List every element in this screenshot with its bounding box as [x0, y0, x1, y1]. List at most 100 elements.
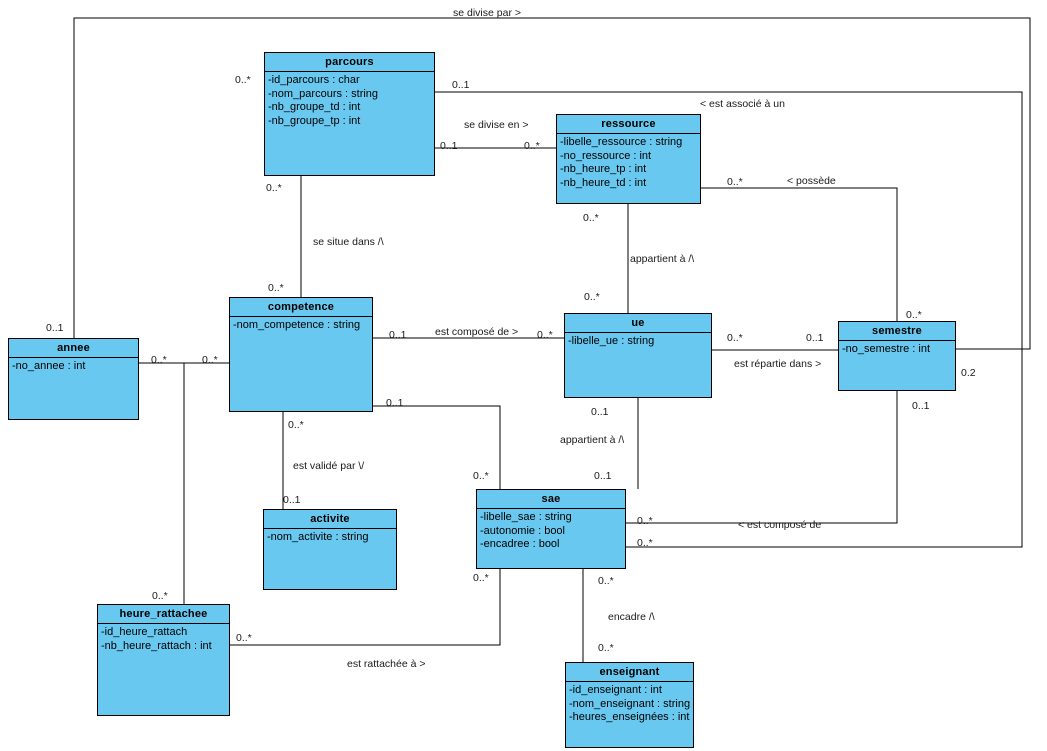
class-attributes: -no_semestre : int [839, 341, 955, 359]
class-attribute: -libelle_sae : string [480, 511, 572, 523]
class-title: heure_rattachee [98, 605, 229, 624]
class-attribute: -id_parcours : char [268, 74, 360, 86]
class-attributes: -libelle_ressource : string -no_ressourc… [557, 134, 700, 192]
multiplicity-competence-right-bot: 0..1 [386, 397, 404, 409]
class-attribute: -id_heure_rattach [101, 626, 188, 638]
multiplicity-parcours-bottom: 0..* [266, 182, 282, 194]
class-title: sae [477, 490, 625, 509]
multiplicity-activite-top: 0..1 [283, 494, 301, 506]
multiplicity-ue-top: 0..* [584, 291, 600, 303]
multiplicity-sae-bottom: 0..* [598, 575, 614, 587]
class-title: enseignant [566, 663, 693, 682]
multiplicity-heure-top: 0..* [152, 590, 168, 602]
multiplicity-ue-right: 0..* [727, 332, 743, 344]
multiplicity-sae-bottom-left: 0..* [473, 572, 489, 584]
class-attribute: -autonomie : bool [480, 524, 565, 537]
multiplicity-ressource-bottom: 0..* [583, 212, 599, 224]
multiplicity-parcours-right-top: 0..1 [452, 79, 470, 91]
multiplicity-semestre-top: 0..* [906, 309, 922, 321]
class-title: annee [9, 339, 138, 358]
class-title: parcours [265, 53, 434, 72]
class-box-ressource[interactable]: ressource -libelle_ressource : string -n… [556, 114, 701, 204]
class-attribute: -libelle_ressource : string [560, 136, 683, 148]
class-attribute: -nb_heure_rattach : int [101, 639, 212, 652]
relationship-label-est-rattachee-a: est rattachée à > [347, 658, 426, 670]
multiplicity-competence-left: 0..* [202, 354, 218, 366]
class-attribute: -nom_competence : string [233, 319, 361, 331]
class-attributes: -nom_competence : string [230, 317, 372, 335]
multiplicity-heure-right: 0..* [236, 632, 252, 644]
class-box-semestre[interactable]: semestre -no_semestre : int [838, 321, 956, 391]
class-attribute: -nb_groupe_td : int [268, 101, 361, 113]
multiplicity-sae-top: 0..1 [594, 470, 612, 482]
multiplicity-sae-right-top: 0..* [637, 515, 653, 527]
multiplicity-semestre-right: 0.2 [961, 367, 976, 379]
multiplicity-competence-right: 0..1 [389, 329, 407, 341]
class-attribute: -nom_activite : string [267, 531, 369, 543]
class-title: activite [264, 510, 396, 529]
multiplicity-sae-right-bot: 0..* [637, 537, 653, 549]
relationship-label-appartient-a-ue: appartient à /\ [630, 253, 695, 265]
class-box-annee[interactable]: annee -no_annee : int [8, 338, 139, 420]
class-attribute: -nb_heure_td : int [560, 176, 647, 189]
class-attributes: -libelle_ue : string [565, 333, 711, 351]
class-title: competence [230, 298, 372, 317]
multiplicity-annee-top: 0..1 [46, 322, 64, 334]
class-attribute: -no_ressource : int [560, 149, 652, 162]
class-attribute: -nom_parcours : string [268, 87, 379, 100]
class-box-parcours[interactable]: parcours -id_parcours : char -nom_parcou… [264, 52, 435, 176]
relationship-label-encadre: encadre /\ [608, 611, 655, 623]
class-attribute: -nb_heure_tp : int [560, 163, 647, 175]
class-box-ue[interactable]: ue -libelle_ue : string [564, 313, 712, 398]
class-attributes: -id_heure_rattach -nb_heure_rattach : in… [98, 624, 229, 655]
relationship-label-possede: < possède [787, 175, 836, 187]
class-attributes: -nom_activite : string [264, 529, 396, 547]
class-title: ue [565, 314, 711, 333]
multiplicity-ue-bottom: 0..1 [591, 406, 609, 418]
class-box-competence[interactable]: competence -nom_competence : string [229, 297, 373, 412]
edge-competence-sae [373, 405, 501, 489]
multiplicity-enseignant-top: 0..* [598, 642, 614, 654]
class-title: ressource [557, 115, 700, 134]
multiplicity-ressource-left: 0..* [524, 140, 540, 152]
multiplicity-competence-top: 0..* [268, 282, 284, 294]
class-attribute: -libelle_ue : string [568, 335, 655, 347]
class-attribute: -nom_enseignant : string [569, 697, 691, 710]
multiplicity-parcours-right-bot: 0..1 [440, 140, 458, 152]
multiplicity-parcours-left: 0..* [235, 74, 251, 86]
class-attributes: -id_enseignant : int -nom_enseignant : s… [566, 682, 693, 727]
class-attribute: -encadree : bool [480, 538, 560, 550]
multiplicity-semestre-bottom: 0..1 [912, 400, 930, 412]
class-attributes: -id_parcours : char -nom_parcours : stri… [265, 72, 434, 130]
relationship-label-est-associe-a-un: < est associé à un [700, 98, 785, 110]
edge-annee-parcours-top [73, 17, 1031, 350]
class-attributes: -libelle_sae : string -autonomie : bool … [477, 509, 625, 554]
relationship-label-est-compose-de-2: < est composé de [738, 519, 822, 531]
multiplicity-semestre-left: 0..1 [806, 332, 824, 344]
multiplicity-annee-right: 0..* [151, 354, 167, 366]
class-attribute: -no_semestre : int [842, 343, 931, 355]
relationship-label-est-compose-de: est composé de > [435, 326, 519, 338]
class-attribute: -nb_groupe_tp : int [268, 114, 361, 127]
class-box-enseignant[interactable]: enseignant -id_enseignant : int -nom_ens… [565, 662, 694, 748]
multiplicity-competence-bottom: 0..* [288, 419, 304, 431]
class-box-sae[interactable]: sae -libelle_sae : string -autonomie : b… [476, 489, 626, 569]
class-box-heure-rattachee[interactable]: heure_rattachee -id_heure_rattach -nb_he… [97, 604, 230, 716]
relationship-label-est-repartie-dans: est répartie dans > [734, 358, 822, 370]
multiplicity-sae-top-left: 0..* [473, 470, 489, 482]
class-box-activite[interactable]: activite -nom_activite : string [263, 509, 397, 590]
class-attribute: -id_enseignant : int [569, 684, 662, 696]
relationship-label-se-situe-dans: se situe dans /\ [313, 236, 384, 248]
class-attribute: -heures_enseignées : int [569, 711, 690, 723]
relationship-label-se-divise-en: se divise en > [464, 119, 529, 131]
relationship-label-se-divise-par: se divise par > [453, 7, 521, 19]
class-title: semestre [839, 322, 955, 341]
class-attribute: -no_annee : int [12, 360, 86, 372]
edge-parcours-semestre [435, 91, 1023, 548]
class-attributes: -no_annee : int [9, 358, 138, 376]
multiplicity-ressource-right: 0..* [727, 176, 743, 188]
relationship-label-est-valide-par: est validé par \/ [293, 460, 365, 472]
edge-heure-sae [230, 569, 501, 646]
